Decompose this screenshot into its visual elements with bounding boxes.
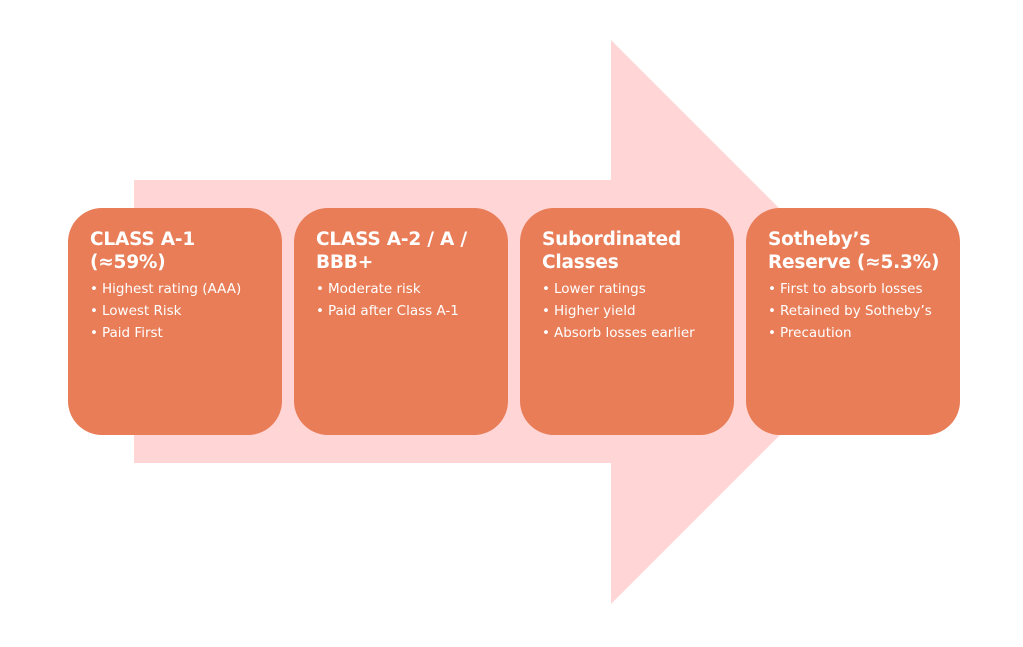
tranche-box-class-a2: CLASS A-2 / A / BBB+ Moderate risk Paid … xyxy=(294,208,508,435)
tranche-title: CLASS A-1 (≈59%) xyxy=(90,229,196,273)
bullet-item: Retained by Sotheby’s xyxy=(768,302,946,321)
tranche-box-subordinated: Subordinated Classes Lower ratings Highe… xyxy=(520,208,734,435)
bullet-item: Moderate risk xyxy=(316,280,494,299)
tranche-box-class-a1: CLASS A-1 (≈59%) Highest rating (AAA) Lo… xyxy=(68,208,282,435)
flow-arrow-shape xyxy=(134,40,893,604)
bullet-item: First to absorb losses xyxy=(768,280,946,299)
tranche-title: Subordinated Classes xyxy=(542,229,682,273)
tranche-bullets: Moderate risk Paid after Class A-1 xyxy=(316,280,494,321)
bullet-item: Higher yield xyxy=(542,302,720,321)
bullet-item: Paid after Class A-1 xyxy=(316,302,494,321)
tranche-bullets: First to absorb losses Retained by Sothe… xyxy=(768,280,946,343)
tranche-bullets: Highest rating (AAA) Lowest Risk Paid Fi… xyxy=(90,280,268,343)
bullet-item: Absorb losses earlier xyxy=(542,324,720,343)
bullet-item: Highest rating (AAA) xyxy=(90,280,268,299)
tranche-bullets: Lower ratings Higher yield Absorb losses… xyxy=(542,280,720,343)
tranche-title: CLASS A-2 / A / BBB+ xyxy=(316,229,467,273)
bullet-item: Precaution xyxy=(768,324,946,343)
bullet-item: Lowest Risk xyxy=(90,302,268,321)
tranche-title: Sotheby’s Reserve (≈5.3%) xyxy=(768,229,940,273)
tranche-box-sothebys-reserve: Sotheby’s Reserve (≈5.3%) First to absor… xyxy=(746,208,960,435)
bullet-item: Paid First xyxy=(90,324,268,343)
bullet-item: Lower ratings xyxy=(542,280,720,299)
